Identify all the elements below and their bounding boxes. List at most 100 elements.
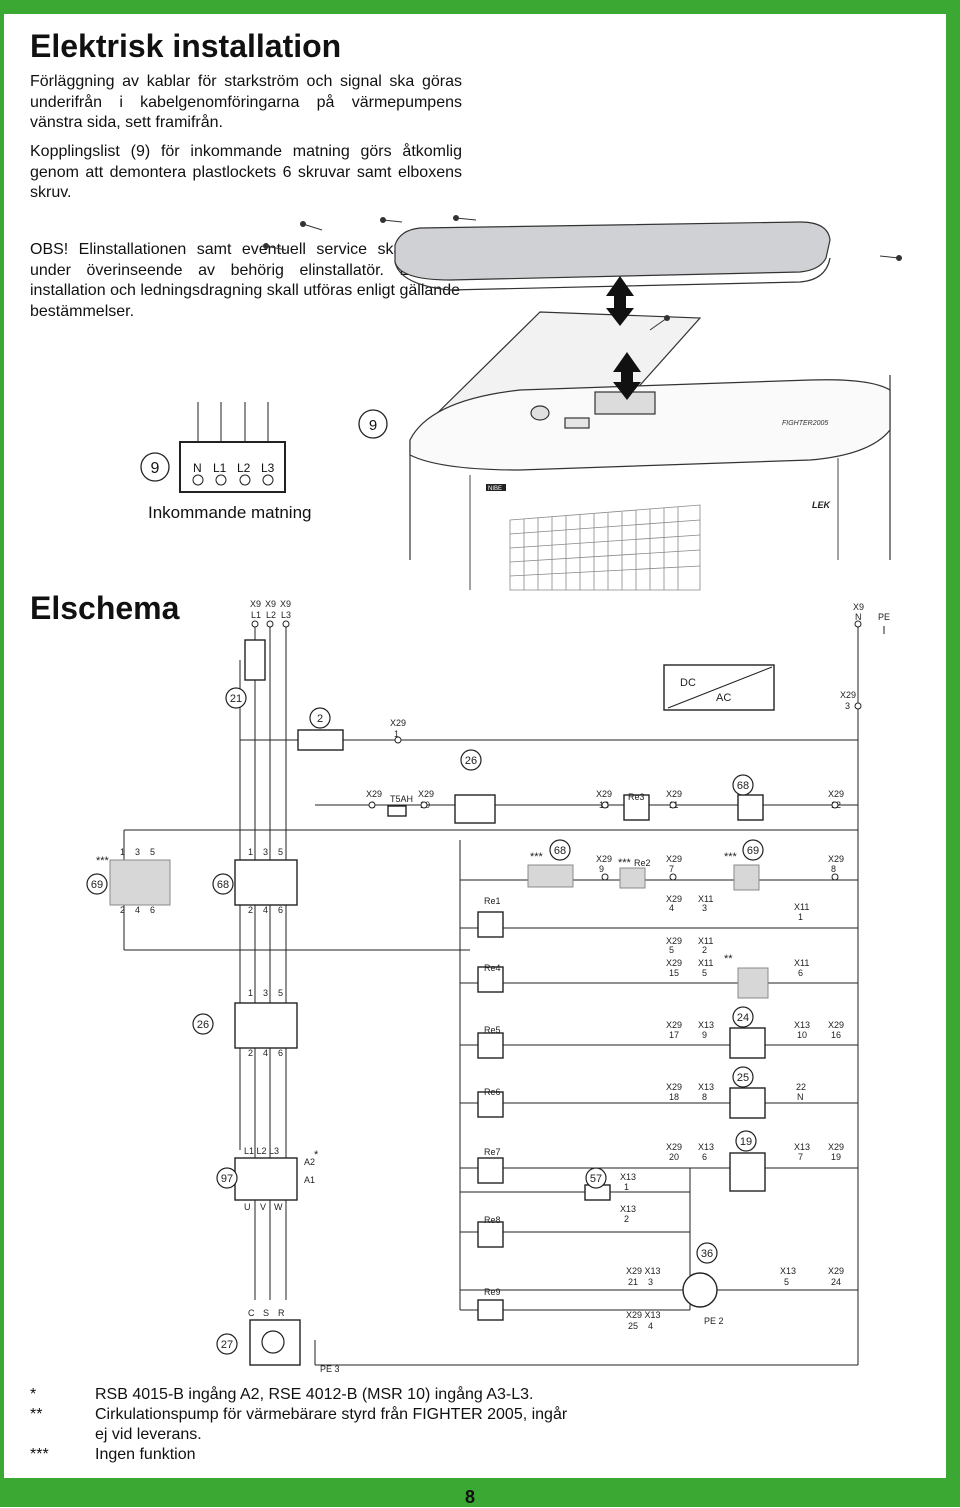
svg-text:7: 7 (798, 1152, 803, 1162)
svg-text:22: 22 (796, 1082, 806, 1092)
svg-text:1: 1 (394, 729, 399, 739)
footnote: * RSB 4015-B ingång A2, RSE 4012-B (MSR … (30, 1385, 575, 1405)
svg-text:X9: X9 (250, 599, 261, 609)
svg-text:68: 68 (737, 780, 749, 792)
page-frame-bottom (0, 1478, 960, 1507)
svg-text:4: 4 (135, 905, 140, 915)
svg-text:20: 20 (669, 1152, 679, 1162)
svg-text:X11: X11 (794, 958, 809, 968)
svg-text:3: 3 (845, 701, 850, 711)
svg-text:Re9: Re9 (484, 1287, 501, 1297)
svg-text:***: *** (96, 855, 110, 867)
svg-text:5: 5 (669, 945, 674, 955)
svg-text:PE 2: PE 2 (704, 1316, 724, 1326)
svg-text:X9: X9 (265, 599, 276, 609)
svg-text:S: S (263, 1308, 269, 1318)
svg-text:***: *** (724, 851, 738, 863)
svg-text:***: *** (530, 851, 544, 863)
svg-text:V: V (260, 1202, 266, 1212)
svg-text:X29: X29 (366, 789, 382, 799)
svg-text:X11: X11 (698, 894, 713, 904)
svg-text:2: 2 (702, 945, 707, 955)
svg-text:X13: X13 (698, 1142, 714, 1152)
svg-text:2: 2 (120, 905, 125, 915)
svg-text:1: 1 (624, 1182, 629, 1192)
illustration-callout: 9 (369, 417, 377, 434)
svg-text:X13: X13 (620, 1204, 636, 1214)
terminal-number: 9 (151, 460, 160, 477)
svg-text:X29: X29 (666, 854, 682, 864)
svg-text:L2: L2 (266, 610, 276, 620)
svg-text:X29: X29 (828, 1020, 844, 1030)
svg-text:5: 5 (278, 847, 283, 857)
svg-text:26: 26 (197, 1019, 209, 1031)
svg-text:X13: X13 (780, 1266, 796, 1276)
svg-text:X29: X29 (596, 789, 612, 799)
svg-text:*: * (314, 1149, 319, 1161)
page-frame-top (0, 0, 960, 14)
svg-text:2: 2 (248, 1048, 253, 1058)
svg-text:68: 68 (217, 879, 229, 891)
svg-text:AC: AC (716, 692, 731, 704)
paragraph-terminal-access: Kopplingslist (9) för inkommande matning… (30, 143, 462, 201)
svg-text:R: R (278, 1308, 285, 1318)
footnote-text: Cirkulationspump för värmebärare styrd f… (95, 1406, 568, 1443)
svg-text:4: 4 (263, 1048, 268, 1058)
svg-text:X29: X29 (666, 958, 682, 968)
svg-text:68: 68 (554, 845, 566, 857)
svg-text:9: 9 (702, 1030, 707, 1040)
svg-text:1: 1 (248, 847, 253, 857)
svg-text:1: 1 (120, 847, 125, 857)
svg-text:Re1: Re1 (484, 896, 501, 906)
svg-text:6: 6 (278, 905, 283, 915)
svg-text:17: 17 (669, 1030, 679, 1040)
heatpump-illustration (394, 221, 891, 590)
svg-text:5: 5 (150, 847, 155, 857)
svg-text:4: 4 (669, 903, 674, 913)
svg-text:X9: X9 (280, 599, 291, 609)
svg-text:X13: X13 (698, 1020, 714, 1030)
svg-text:27: 27 (221, 1339, 233, 1351)
svg-text:6: 6 (150, 905, 155, 915)
svg-text:X9: X9 (853, 602, 864, 612)
terminal-caption: Inkommande matning (148, 503, 312, 522)
svg-text:16: 16 (831, 1030, 841, 1040)
svg-text:X29 X13: X29 X13 (626, 1310, 661, 1320)
svg-text:***: *** (618, 857, 632, 869)
svg-text:X29: X29 (666, 936, 682, 946)
svg-text:3: 3 (135, 847, 140, 857)
svg-text:N: N (855, 612, 862, 622)
svg-text:3: 3 (648, 1277, 653, 1287)
svg-text:7: 7 (669, 864, 674, 874)
svg-text:24: 24 (831, 1277, 841, 1287)
svg-text:3: 3 (702, 903, 707, 913)
svg-text:6: 6 (702, 1152, 707, 1162)
svg-text:N: N (797, 1092, 804, 1102)
page-frame-left (0, 0, 4, 1480)
svg-text:A1: A1 (304, 1175, 315, 1185)
svg-text:X11: X11 (698, 958, 713, 968)
terminal-label-l1: L1 (213, 461, 227, 475)
svg-text:L1 L2 L3: L1 L2 L3 (244, 1146, 279, 1156)
svg-text:Re5: Re5 (484, 1025, 501, 1035)
svg-text:5: 5 (784, 1277, 789, 1287)
svg-text:25: 25 (737, 1072, 749, 1084)
svg-text:Re3: Re3 (628, 792, 645, 802)
svg-text:15: 15 (669, 968, 679, 978)
brand-fighter: FIGHTER2005 (782, 420, 828, 427)
svg-text:L1: L1 (251, 610, 261, 620)
paragraph-cable-routing: Förläggning av kablar för starkström och… (30, 73, 462, 131)
svg-text:T5AH: T5AH (390, 794, 413, 804)
svg-text:69: 69 (747, 845, 759, 857)
svg-text:5: 5 (702, 968, 707, 978)
footnote-text: Ingen funktion (95, 1446, 196, 1463)
svg-text:2: 2 (624, 1214, 629, 1224)
terminal-label-n: N (193, 461, 202, 475)
svg-text:U: U (244, 1202, 251, 1212)
svg-text:**: ** (724, 953, 733, 965)
svg-text:9: 9 (599, 864, 604, 874)
footnote: ** Cirkulationspump för värmebärare styr… (30, 1405, 575, 1445)
grille (509, 504, 701, 591)
svg-text:X29: X29 (666, 894, 682, 904)
